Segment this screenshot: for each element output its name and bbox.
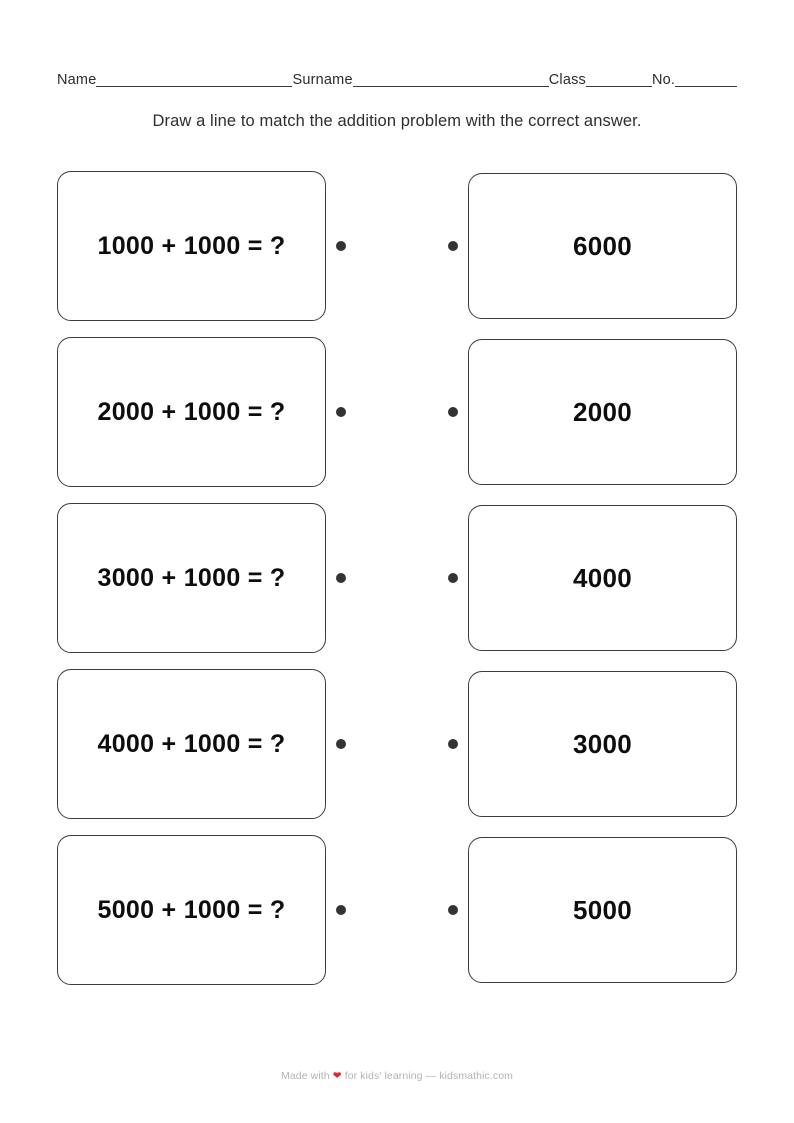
match-row: 2000 + 1000 = ? 2000 xyxy=(57,337,737,487)
answer-text: 6000 xyxy=(572,230,633,261)
field-rule-name[interactable] xyxy=(96,86,293,87)
problem-connector-dot[interactable] xyxy=(336,739,346,749)
problem-text: 1000 + 1000 = ? xyxy=(97,231,286,260)
problem-connector-dot[interactable] xyxy=(336,573,346,583)
answer-text: 2000 xyxy=(572,396,633,427)
matching-exercise-grid: 1000 + 1000 = ? 6000 2000 + 1000 = ? 200… xyxy=(57,171,737,1001)
problem-card[interactable]: 1000 + 1000 = ? xyxy=(57,171,326,321)
problem-text: 2000 + 1000 = ? xyxy=(97,397,286,426)
field-label-class: Class xyxy=(548,71,586,88)
field-name: Name xyxy=(57,62,293,90)
problem-text: 3000 + 1000 = ? xyxy=(97,563,286,592)
field-rule-class[interactable] xyxy=(586,86,652,87)
footer-suffix: for kids' learning — kidsmathic.com xyxy=(341,1070,513,1082)
match-row: 1000 + 1000 = ? 6000 xyxy=(57,171,737,321)
answer-connector-dot[interactable] xyxy=(448,407,458,417)
match-row: 3000 + 1000 = ? 4000 xyxy=(57,503,737,653)
answer-text: 5000 xyxy=(572,894,633,925)
field-rule-no[interactable] xyxy=(675,86,738,87)
field-label-no: No. xyxy=(652,71,676,88)
answer-text: 4000 xyxy=(572,562,633,593)
connector-area[interactable] xyxy=(326,669,468,819)
field-label-name: Name xyxy=(57,71,97,88)
heart-icon: ❤ xyxy=(332,1070,342,1082)
answer-card[interactable]: 4000 xyxy=(468,505,737,651)
problem-text: 4000 + 1000 = ? xyxy=(97,729,286,758)
answer-connector-dot[interactable] xyxy=(448,241,458,251)
field-surname: Surname xyxy=(292,62,549,90)
connector-area[interactable] xyxy=(326,171,468,321)
answer-text: 3000 xyxy=(572,728,633,759)
connector-area[interactable] xyxy=(326,337,468,487)
problem-connector-dot[interactable] xyxy=(336,905,346,915)
footer-prefix: Made with xyxy=(280,1070,333,1082)
answer-card[interactable]: 5000 xyxy=(468,837,737,983)
problem-card[interactable]: 5000 + 1000 = ? xyxy=(57,835,326,985)
field-rule-surname[interactable] xyxy=(352,86,549,87)
student-info-header: Name Surname Class No. xyxy=(57,62,738,90)
field-label-surname: Surname xyxy=(292,71,353,88)
answer-connector-dot[interactable] xyxy=(448,739,458,749)
answer-card[interactable]: 3000 xyxy=(468,671,737,817)
answer-connector-dot[interactable] xyxy=(448,905,458,915)
problem-connector-dot[interactable] xyxy=(336,407,346,417)
connector-area[interactable] xyxy=(326,835,468,985)
connector-area[interactable] xyxy=(326,503,468,653)
match-row: 4000 + 1000 = ? 3000 xyxy=(57,669,737,819)
field-class: Class xyxy=(549,62,652,90)
answer-card[interactable]: 2000 xyxy=(468,339,737,485)
answer-connector-dot[interactable] xyxy=(448,573,458,583)
problem-card[interactable]: 2000 + 1000 = ? xyxy=(57,337,326,487)
instruction-text: Draw a line to match the addition proble… xyxy=(152,112,642,130)
problem-text: 5000 + 1000 = ? xyxy=(97,895,286,924)
field-no: No. xyxy=(652,62,738,90)
answer-card[interactable]: 6000 xyxy=(468,173,737,319)
problem-card[interactable]: 4000 + 1000 = ? xyxy=(57,669,326,819)
footer-credit: Made with ❤ for kids' learning — kidsmat… xyxy=(0,1070,794,1082)
match-row: 5000 + 1000 = ? 5000 xyxy=(57,835,737,985)
problem-connector-dot[interactable] xyxy=(336,241,346,251)
problem-card[interactable]: 3000 + 1000 = ? xyxy=(57,503,326,653)
